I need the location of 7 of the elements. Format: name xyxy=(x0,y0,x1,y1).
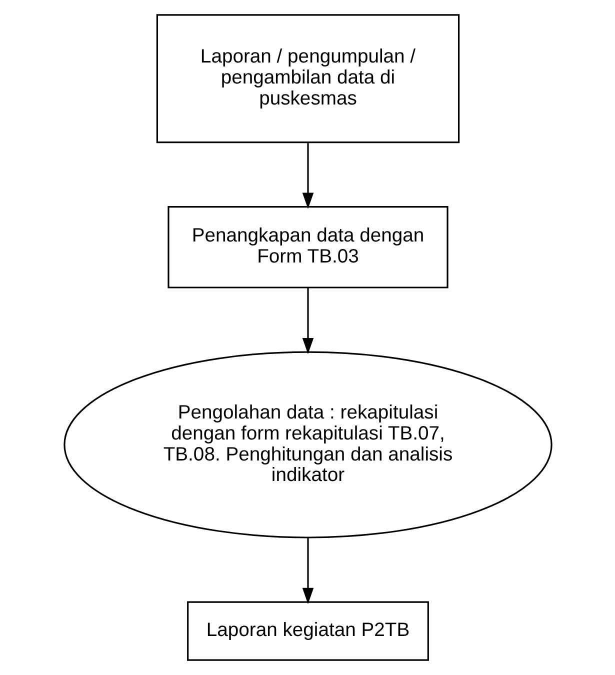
node-box: Penangkapan data dengan Form TB.03 xyxy=(167,206,448,288)
node-box: Laporan kegiatan P2TB xyxy=(186,601,428,661)
arrow xyxy=(302,142,314,209)
arrow xyxy=(302,538,314,604)
node-ellipse: Pengolahan data : rekapitulasi dengan form rekapitulasi TB.07, TB.08. Penghitungan dan analisis indikator xyxy=(63,351,552,538)
arrow xyxy=(302,288,314,354)
node-box: Laporan / pengumpulan / pengambilan data di puskesmas xyxy=(156,14,460,144)
